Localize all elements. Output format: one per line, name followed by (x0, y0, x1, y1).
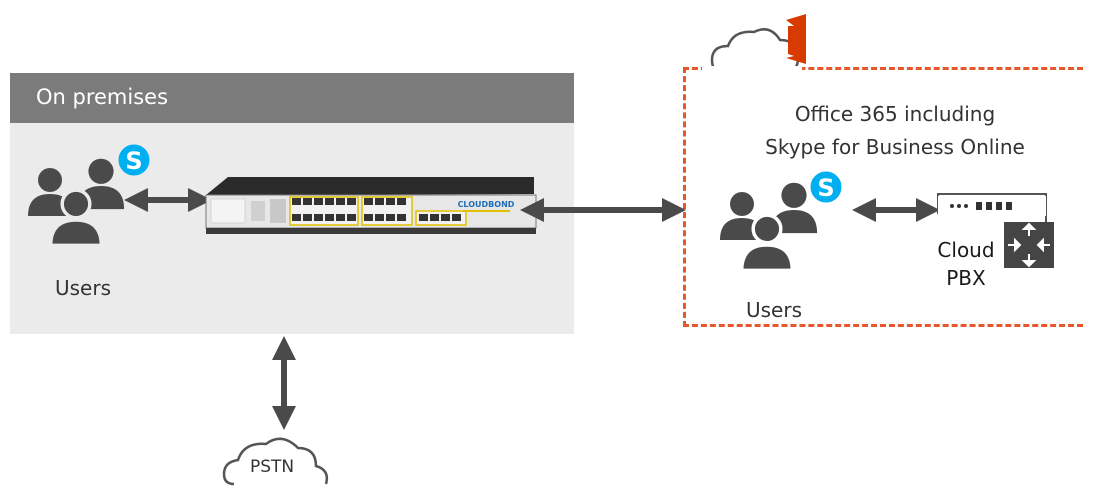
pstn-label: PSTN (250, 457, 295, 477)
users-label-right: Users (746, 298, 803, 322)
users-group-icon-left (28, 158, 125, 248)
skype-icon-right: S (807, 168, 845, 206)
on-premises-header (10, 73, 574, 123)
office-logo-icon (786, 14, 806, 64)
on-premises-title: On premises (36, 85, 169, 109)
cloud-pbx-label-line1: Cloud (937, 238, 995, 262)
users-label-left: Users (55, 276, 112, 300)
cloud-pbx-label-line2: PBX (946, 266, 986, 290)
cloud-region-border (683, 67, 1083, 327)
office365-title-line1: Office 365 including (794, 102, 996, 126)
svg-text:S: S (817, 174, 834, 202)
pstn-cloud-icon (222, 437, 329, 486)
users-group-icon-right (720, 182, 818, 273)
svg-text:S: S (125, 147, 142, 175)
cloud-pbx-label: Cloud PBX (930, 236, 1002, 292)
cloudbond-logo-text: CLOUDBOND (458, 200, 515, 209)
office-cloud-icon (702, 14, 806, 74)
office365-title-line2: Skype for Business Online (765, 135, 1025, 159)
skype-icon-left: S (115, 141, 153, 179)
office365-title: Office 365 including Skype for Business … (730, 98, 1060, 164)
router-arrows-icon (1008, 222, 1050, 268)
cloudbond-device: CLOUDBOND (205, 177, 537, 234)
